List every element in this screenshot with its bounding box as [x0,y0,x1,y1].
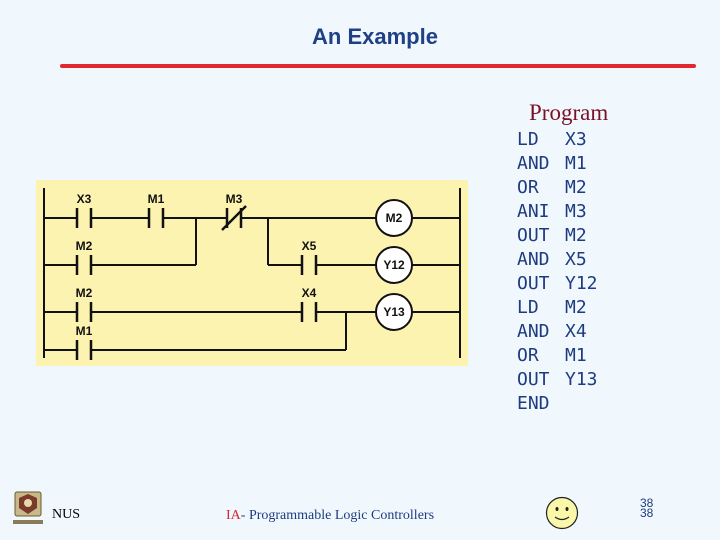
coil-symbols [375,199,413,331]
ladder-wiring [43,188,461,358]
ladder-diagram: X3 M1 M3 M2 X5 M2 X4 M1 M2 Y12 Y13 [36,180,468,366]
course-prefix: IA [226,508,241,523]
contact-label-m1: M1 [148,192,165,206]
contact-label-m3: M3 [226,192,243,206]
coil-label-y12: Y12 [383,258,405,272]
university-crest-icon [13,491,43,524]
contact-label-x4: X4 [302,286,317,300]
footer-course-title: IA- Programmable Logic Controllers [226,508,434,524]
ladder-labels: X3 M1 M3 M2 X5 M2 X4 M1 M2 Y12 Y13 [76,192,405,338]
footer-organization: NUS [52,507,81,522]
page-number: 38 38 [640,496,654,520]
contact-label-m2-rung2: M2 [76,286,93,300]
title-divider [60,64,696,68]
coil-label-y13: Y13 [383,305,405,319]
smiley-face-icon [545,496,579,530]
coil-label-m2: M2 [386,211,403,225]
slide-title: An Example [312,24,438,49]
contact-label-x3: X3 [77,192,92,206]
course-name: - Programmable Logic Controllers [240,508,435,523]
program-heading: Program [529,100,609,125]
contact-label-m2-branch: M2 [76,239,93,253]
contact-symbols [75,205,318,360]
instruction-line: END [517,393,550,414]
contact-label-x5: X5 [302,239,317,253]
contact-label-m1-branch: M1 [76,324,93,338]
